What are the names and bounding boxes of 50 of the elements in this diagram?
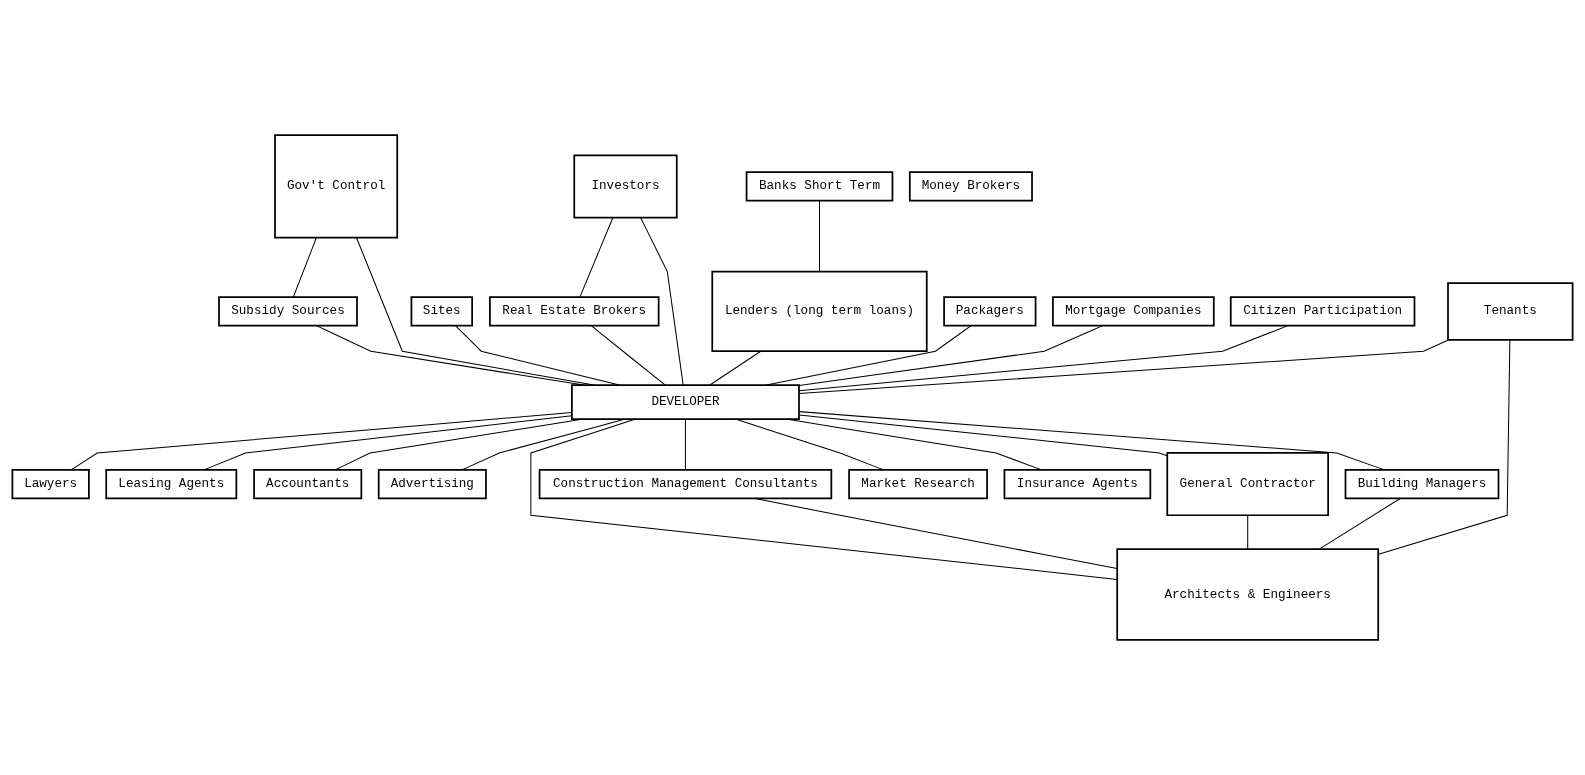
node-box: Lawyers	[11, 469, 90, 500]
node-box: Citizen Participation	[1229, 296, 1416, 327]
node-box: Advertising	[377, 469, 487, 500]
node-box: Packagers	[943, 296, 1037, 327]
node-box: Gov't Control	[274, 134, 399, 239]
connector	[798, 325, 1289, 392]
connector	[798, 411, 1385, 471]
connector	[684, 418, 686, 471]
connector	[590, 325, 666, 386]
node-box: General Contractor	[1166, 452, 1329, 517]
connector	[819, 200, 821, 272]
connector	[316, 325, 585, 386]
node-box: Architects & Engineers	[1116, 548, 1380, 641]
connector	[753, 497, 1118, 570]
connector	[734, 418, 884, 471]
connector	[798, 414, 1168, 457]
node-box: Market Research	[848, 469, 988, 500]
node-box: Money Brokers	[908, 171, 1033, 202]
connector	[203, 415, 573, 471]
node-box: Banks Short Term	[745, 171, 894, 202]
connector	[785, 418, 1042, 471]
node-box: Subsidy Sources	[218, 296, 358, 327]
node-box: DEVELOPER	[571, 384, 800, 420]
connector	[798, 339, 1450, 395]
connector	[454, 325, 620, 386]
node-box: Insurance Agents	[1003, 469, 1152, 500]
connector	[640, 217, 684, 386]
connector	[765, 325, 972, 386]
node-box: Investors	[573, 154, 678, 219]
node-box: Building Managers	[1344, 469, 1500, 500]
connector	[1247, 514, 1249, 550]
connector	[1378, 339, 1511, 555]
node-box: Tenants	[1447, 282, 1574, 341]
connector	[798, 325, 1104, 386]
node-box: Accountants	[253, 469, 363, 500]
connector	[1318, 497, 1401, 550]
connector	[579, 217, 614, 298]
node-box: Construction Management Consultants	[538, 469, 833, 500]
connector	[709, 350, 762, 386]
node-box: Lenders (long term loans)	[711, 270, 928, 353]
connector	[335, 418, 584, 471]
node-box: Real Estate Brokers	[489, 296, 660, 327]
connector	[70, 412, 573, 471]
node-box: Sites	[410, 296, 473, 327]
connector	[530, 418, 1118, 580]
node-box: Mortgage Companies	[1052, 296, 1215, 327]
connector	[292, 237, 317, 298]
connector	[461, 418, 626, 471]
node-box: Leasing Agents	[105, 469, 238, 500]
connector	[356, 237, 595, 386]
